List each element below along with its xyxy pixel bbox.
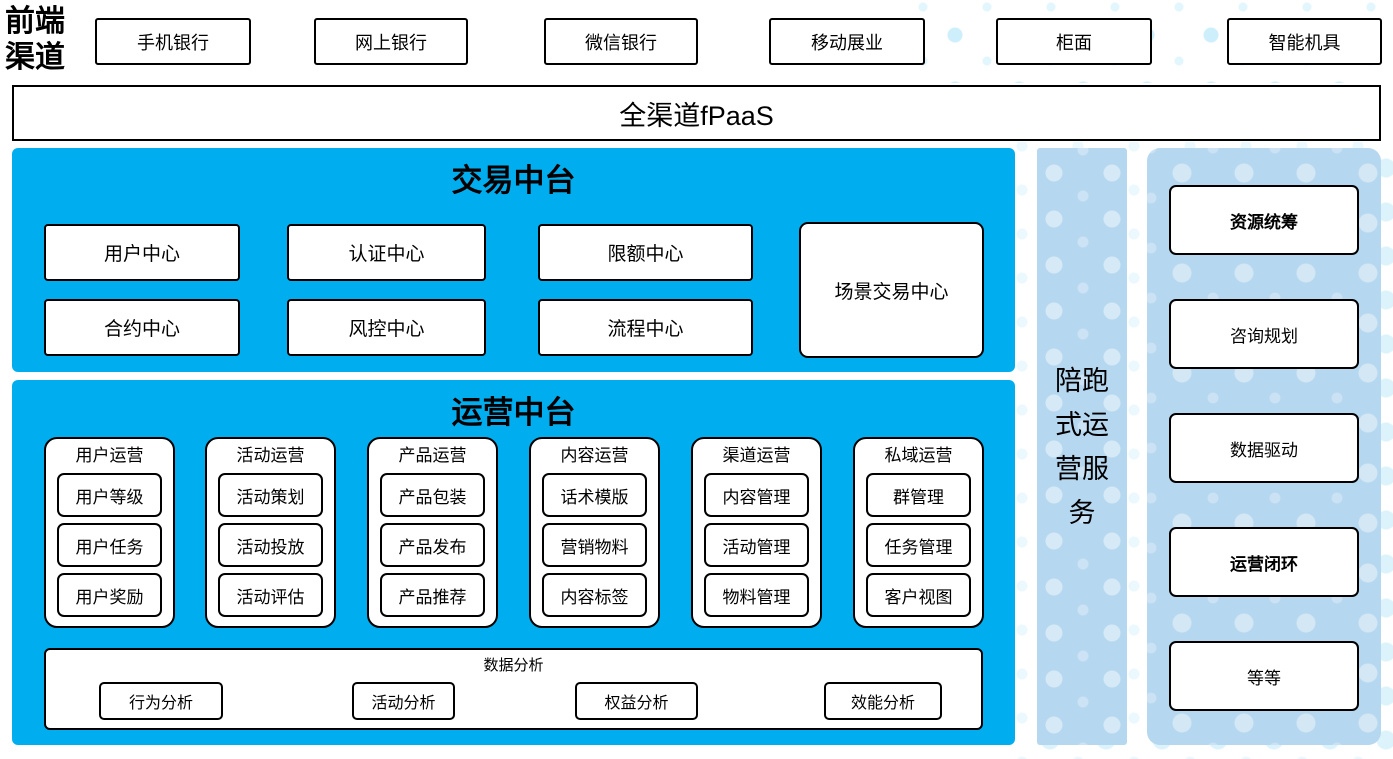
ops-item: 内容管理 <box>704 473 809 517</box>
ops-column-user: 用户运营 用户等级 用户任务 用户奖励 <box>44 437 175 628</box>
ops-platform-title: 运营中台 <box>451 395 576 430</box>
ops-column-header: 私域运营 <box>884 446 953 465</box>
accompany-service-strip: 陪跑式运营服务 <box>1037 148 1127 745</box>
center-box-user: 用户中心 <box>44 224 240 281</box>
ops-item: 用户任务 <box>57 523 162 567</box>
ops-item: 活动管理 <box>704 523 809 567</box>
service-box-resource: 资源统筹 <box>1169 185 1359 255</box>
center-box-process: 流程中心 <box>538 299 753 356</box>
ops-item: 物料管理 <box>704 573 809 617</box>
channel-box-wechat-banking: 微信银行 <box>544 18 698 65</box>
data-analysis-header: 数据分析 <box>483 657 544 674</box>
ops-column-header: 活动运营 <box>236 446 305 465</box>
service-items-panel: 资源统筹 咨询规划 数据驱动 运营闭环 等等 <box>1147 148 1381 745</box>
service-box-data-driven: 数据驱动 <box>1169 413 1359 483</box>
ops-item: 营销物料 <box>542 523 647 567</box>
center-box-risk: 风控中心 <box>287 299 486 356</box>
analysis-box-activity: 活动分析 <box>352 682 455 720</box>
center-box-limit: 限额中心 <box>538 224 753 281</box>
ops-item: 活动策划 <box>218 473 323 517</box>
analysis-box-behavior: 行为分析 <box>99 682 223 720</box>
analysis-box-efficiency: 效能分析 <box>824 682 942 720</box>
channel-box-online-banking: 网上银行 <box>314 18 468 65</box>
ops-column-header: 内容运营 <box>560 446 629 465</box>
channel-box-mobile-banking: 手机银行 <box>95 18 251 65</box>
service-box-etc: 等等 <box>1169 641 1359 711</box>
ops-column-header: 用户运营 <box>75 446 144 465</box>
center-box-auth: 认证中心 <box>287 224 486 281</box>
center-box-contract: 合约中心 <box>44 299 240 356</box>
channel-box-mobile-marketing: 移动展业 <box>769 18 925 65</box>
ops-column-header: 产品运营 <box>398 446 467 465</box>
ops-item: 群管理 <box>866 473 971 517</box>
service-box-consulting: 咨询规划 <box>1169 299 1359 369</box>
data-analysis-panel: 数据分析 行为分析 活动分析 权益分析 效能分析 <box>44 648 983 730</box>
ops-item: 产品推荐 <box>380 573 485 617</box>
fpaas-bar: 全渠道fPaaS <box>12 85 1381 141</box>
analysis-box-benefit: 权益分析 <box>575 682 698 720</box>
channel-box-counter: 柜面 <box>996 18 1152 65</box>
ops-column-activity: 活动运营 活动策划 活动投放 活动评估 <box>205 437 336 628</box>
ops-column-content: 内容运营 话术模版 营销物料 内容标签 <box>529 437 660 628</box>
ops-item: 话术模版 <box>542 473 647 517</box>
ops-column-channel: 渠道运营 内容管理 活动管理 物料管理 <box>691 437 822 628</box>
ops-column-product: 产品运营 产品包装 产品发布 产品推荐 <box>367 437 498 628</box>
service-box-closed-loop: 运营闭环 <box>1169 527 1359 597</box>
trade-platform-title: 交易中台 <box>451 163 576 198</box>
ops-column-private-domain: 私域运营 群管理 任务管理 客户视图 <box>853 437 984 628</box>
ops-item: 活动投放 <box>218 523 323 567</box>
front-channels-label: 前端渠道 <box>5 5 65 74</box>
ops-item: 活动评估 <box>218 573 323 617</box>
ops-item: 用户等级 <box>57 473 162 517</box>
channel-box-smart-devices: 智能机具 <box>1227 18 1382 65</box>
ops-item: 用户奖励 <box>57 573 162 617</box>
ops-item: 产品包装 <box>380 473 485 517</box>
ops-item: 客户视图 <box>866 573 971 617</box>
ops-item: 任务管理 <box>866 523 971 567</box>
ops-item: 内容标签 <box>542 573 647 617</box>
ops-column-header: 渠道运营 <box>722 446 791 465</box>
accompany-service-label: 陪跑式运营服务 <box>1055 365 1109 528</box>
center-box-scene-trade: 场景交易中心 <box>799 222 984 358</box>
ops-item: 产品发布 <box>380 523 485 567</box>
